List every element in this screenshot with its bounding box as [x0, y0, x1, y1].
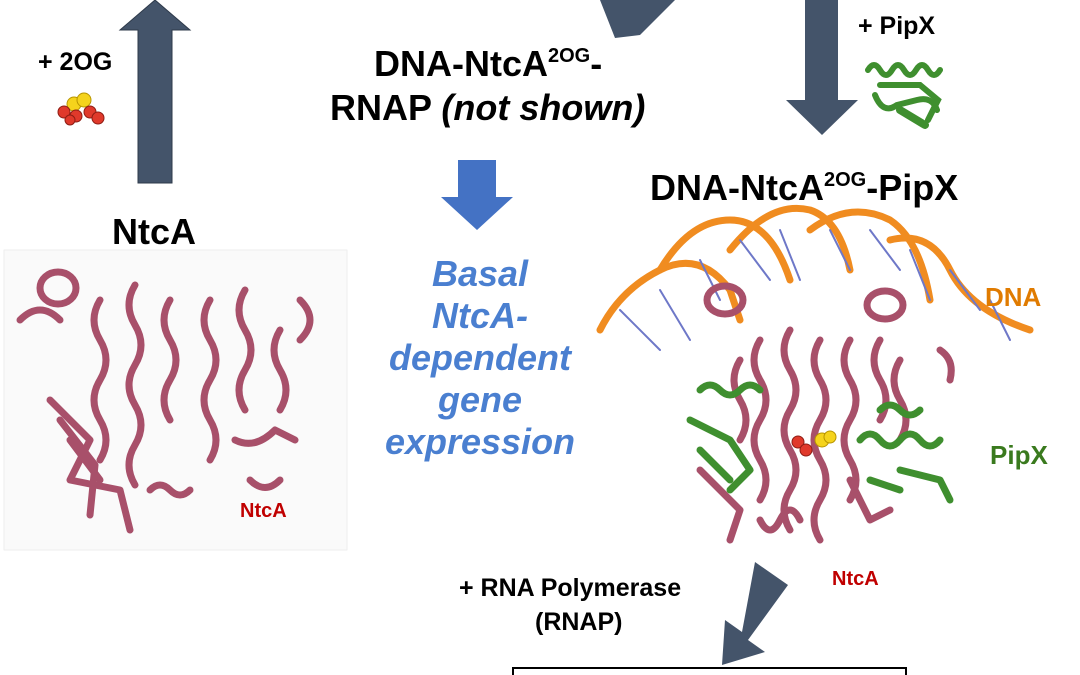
- basal-expression-text: Basal NtcA- dependent gene expression: [384, 253, 576, 462]
- add-pipx-label: + PipX: [858, 12, 936, 40]
- down-arrow-top-center-shaft: [600, 0, 675, 38]
- up-arrow-2og: [118, 0, 192, 184]
- rnap-complex-box: [512, 667, 907, 675]
- complex-pipx-title: DNA-NtcA2OG-PipX: [650, 167, 959, 208]
- ntca-title: NtcA: [112, 211, 197, 252]
- ntca-complex-label: NtcA: [832, 568, 879, 590]
- dna-label: DNA: [985, 282, 1042, 312]
- blue-down-arrow: [441, 160, 513, 230]
- complex-structure-icon: [596, 204, 1034, 544]
- rnap-add-line2: (RNAP): [535, 608, 623, 636]
- pipx-label: PipX: [990, 440, 1048, 470]
- complex-rnap-line2: RNAP (not shown): [330, 87, 646, 128]
- 2og-molecule-icon: [57, 92, 105, 126]
- complex-rnap-line1: DNA-NtcA2OG-: [374, 43, 603, 84]
- add-2og-label: + 2OG: [38, 48, 113, 76]
- pipx-structure-icon: [865, 62, 943, 129]
- rnap-add-line1: + RNA Polymerase: [459, 574, 682, 602]
- down-arrow-pipx: [786, 0, 858, 135]
- down-arrow-rnap: [722, 562, 788, 665]
- ntca-structure-icon: [3, 249, 348, 551]
- ntca-structure-label: NtcA: [240, 500, 287, 522]
